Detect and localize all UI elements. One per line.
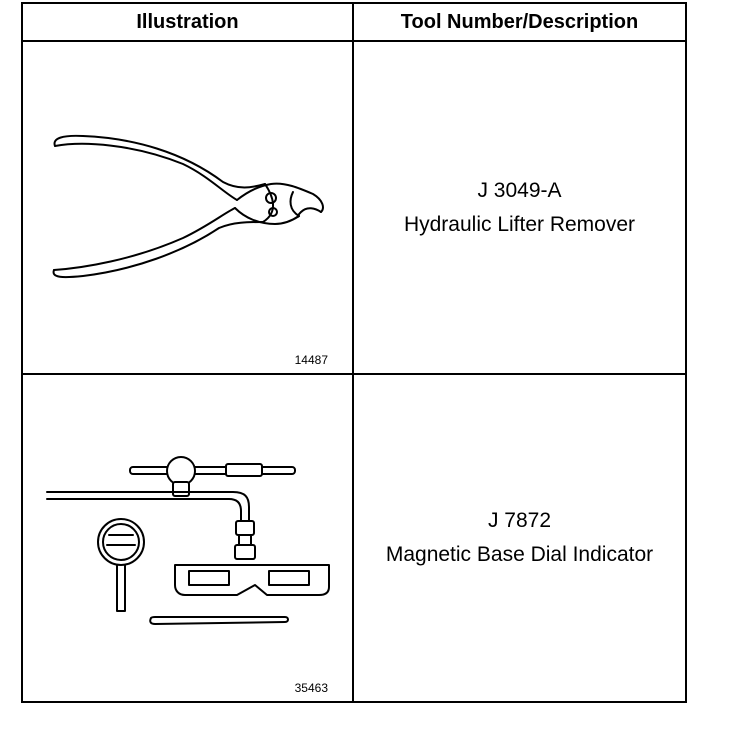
header-illustration: Illustration [136, 10, 239, 33]
row-2-tool: J 7872 Magnetic Base Dial Indicator [354, 375, 685, 701]
figure-number: 35463 [294, 681, 328, 695]
header-tool-description: Tool Number/Description [400, 10, 639, 33]
tool-description: Hydraulic Lifter Remover [403, 212, 636, 236]
row-1-illustration: 14487 [23, 42, 352, 373]
row-divider [23, 373, 685, 375]
pliers-icon [52, 134, 324, 279]
header-divider [23, 40, 685, 42]
tool-number: J 3049-A [477, 178, 562, 202]
row-2-illustration: 35463 [23, 375, 352, 701]
special-tools-table: Illustration Tool Number/Description [21, 2, 687, 703]
dial-indicator-icon [46, 456, 330, 625]
tool-description: Magnetic Base Dial Indicator [385, 543, 654, 566]
figure-number: 14487 [294, 353, 328, 367]
row-1-tool: J 3049-A Hydraulic Lifter Remover [354, 42, 685, 373]
tool-number: J 7872 [487, 509, 552, 532]
column-divider [352, 4, 354, 701]
